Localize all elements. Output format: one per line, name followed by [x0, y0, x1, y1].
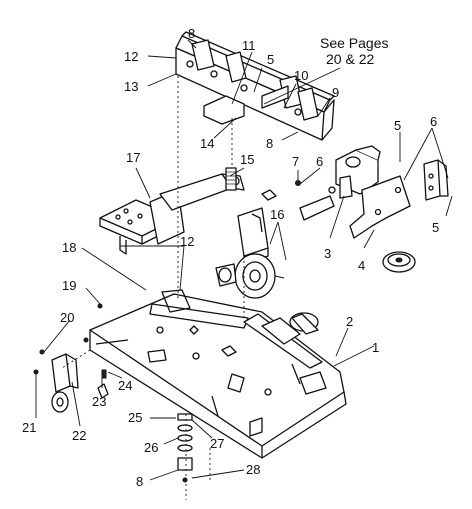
mower-deck — [89, 289, 347, 459]
callout-4: 4 — [358, 258, 365, 273]
callout-9: 9 — [332, 85, 339, 100]
callout-8: 8 — [188, 26, 195, 41]
callout-24: 24 — [118, 378, 132, 393]
callout-19: 19 — [62, 278, 76, 293]
see-pages-line1: See Pages — [320, 35, 389, 51]
callout-14: 14 — [200, 136, 214, 151]
callout-28: 28 — [246, 462, 260, 477]
callout-15: 15 — [240, 152, 254, 167]
callout-20: 20 — [60, 310, 74, 325]
callout-5: 5 — [432, 220, 439, 235]
callout-7: 7 — [292, 154, 299, 169]
callout-8: 8 — [136, 474, 143, 489]
callout-12: 12 — [124, 49, 138, 64]
callout-6: 6 — [316, 154, 323, 169]
callout-17: 17 — [126, 150, 140, 165]
callout-13: 13 — [124, 79, 138, 94]
callout-8: 8 — [266, 136, 273, 151]
callout-16: 16 — [270, 207, 284, 222]
callout-5: 5 — [267, 52, 274, 67]
leader-lines — [35, 39, 453, 481]
spring-roller-assembly — [225, 167, 277, 265]
callout-5: 5 — [394, 118, 401, 133]
callout-10: 10 — [294, 68, 308, 83]
alignment-lines — [61, 76, 245, 500]
callout-labels: 8 12 13 11 5 10 9 14 8 5 6 17 15 7 6 16 … — [22, 26, 439, 489]
callout-3: 3 — [324, 246, 331, 261]
callout-6: 6 — [430, 114, 437, 129]
callout-11: 11 — [242, 38, 256, 53]
hitch-arm-assembly — [99, 173, 245, 255]
see-pages-line2: 20 & 22 — [326, 51, 374, 67]
callout-21: 21 — [22, 420, 36, 435]
callout-27: 27 — [210, 436, 224, 451]
callout-18: 18 — [62, 240, 76, 255]
pulley — [382, 251, 416, 273]
gauge-wheel — [215, 253, 285, 299]
callout-23: 23 — [92, 394, 106, 409]
callout-22: 22 — [72, 428, 86, 443]
right-bracket — [423, 159, 449, 201]
spindle-stack — [177, 413, 193, 483]
callout-1: 1 — [372, 340, 379, 355]
gearbox — [295, 145, 411, 239]
callout-26: 26 — [144, 440, 158, 455]
callout-12: 12 — [180, 234, 194, 249]
see-pages-note: See Pages 20 & 22 — [320, 35, 389, 67]
callout-25: 25 — [128, 410, 142, 425]
callout-2: 2 — [346, 314, 353, 329]
